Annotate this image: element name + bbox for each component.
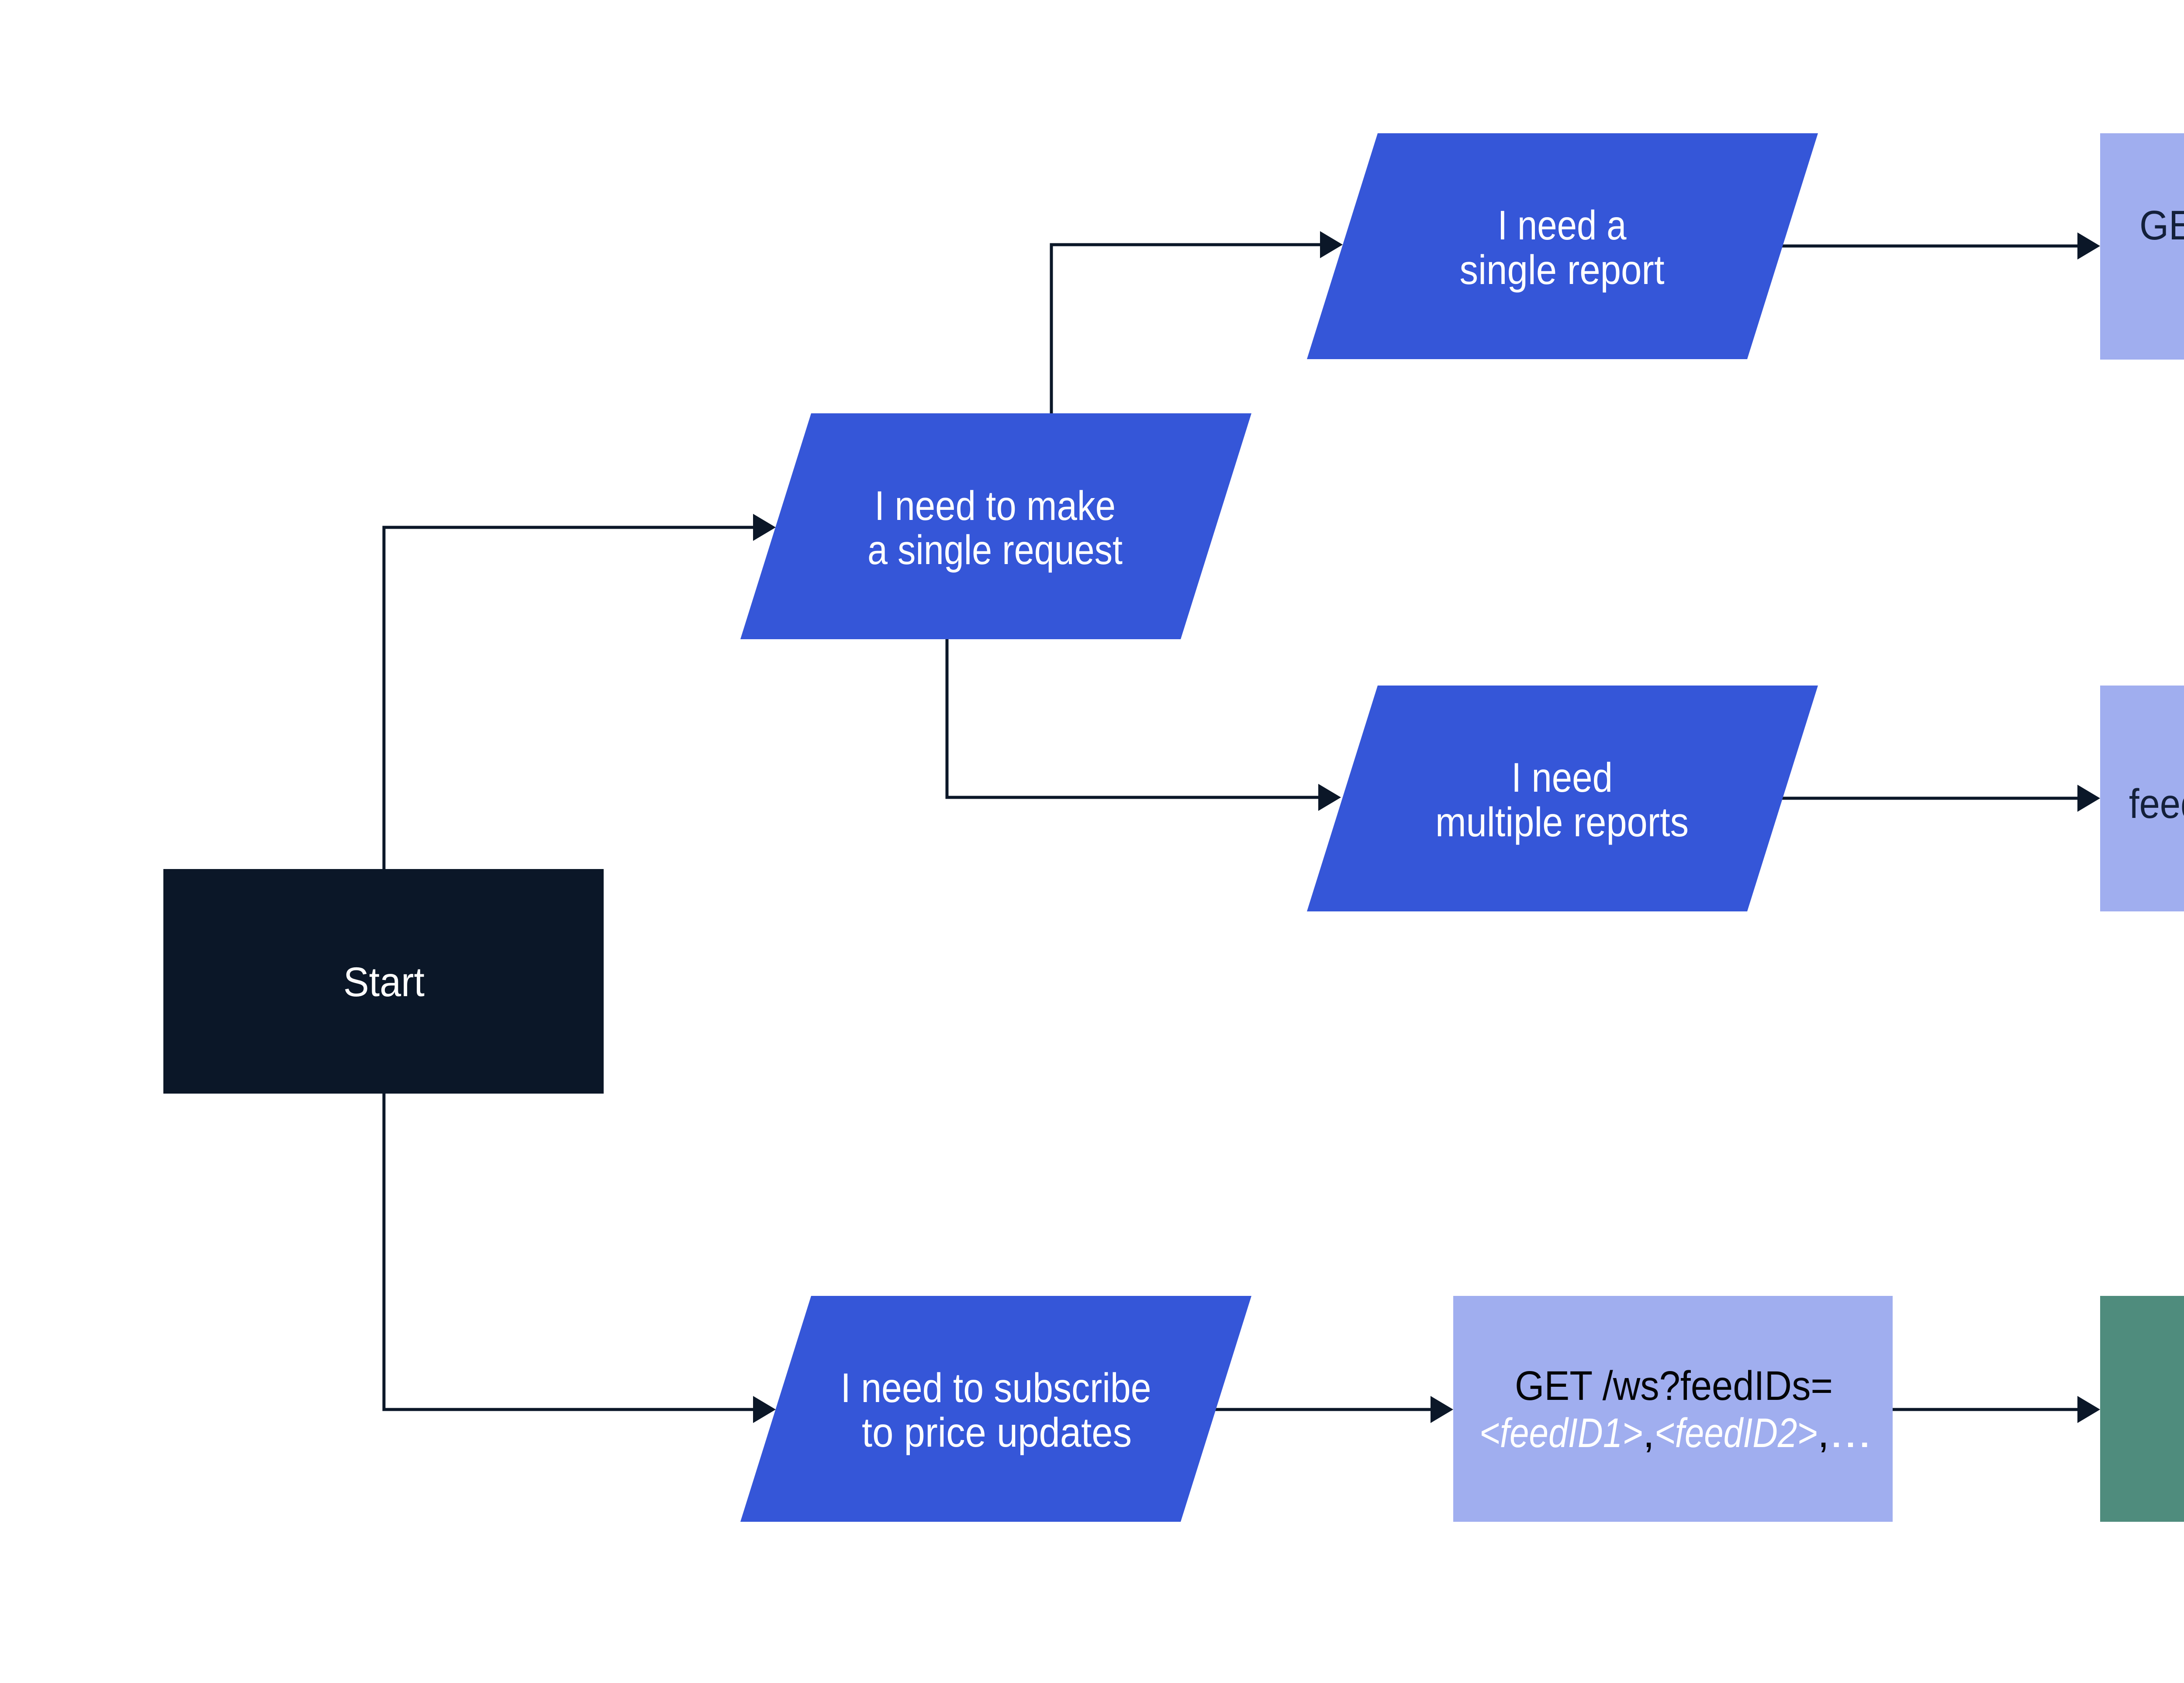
svg-text:I need to make: I need to make	[874, 483, 1116, 529]
svg-text:a single request: a single request	[867, 527, 1123, 573]
svg-text:...: ...	[1829, 1410, 1872, 1456]
svg-text:Start: Start	[343, 959, 425, 1005]
svg-text:feedIDs=: feedIDs=	[2129, 781, 2184, 827]
svg-text:I need a: I need a	[1498, 202, 1627, 249]
svg-text:single report: single report	[1460, 247, 1665, 293]
svg-text:<feedID2>: <feedID2>	[1655, 1410, 1818, 1456]
svg-text:multiple reports: multiple reports	[1435, 799, 1689, 845]
svg-text:GET /reports?feedID=: GET /reports?feedID=	[2139, 202, 2184, 249]
svg-text:to price updates: to price updates	[862, 1409, 1132, 1456]
svg-text:GET /ws?feedIDs=: GET /ws?feedIDs=	[1515, 1363, 1833, 1409]
svg-text:I need to subscribe: I need to subscribe	[841, 1365, 1151, 1411]
svg-text:<feedID1>: <feedID1>	[1479, 1410, 1643, 1456]
svg-text:,: ,	[1818, 1410, 1829, 1456]
svg-text:I need: I need	[1511, 755, 1613, 801]
svg-text:,: ,	[1643, 1410, 1655, 1456]
